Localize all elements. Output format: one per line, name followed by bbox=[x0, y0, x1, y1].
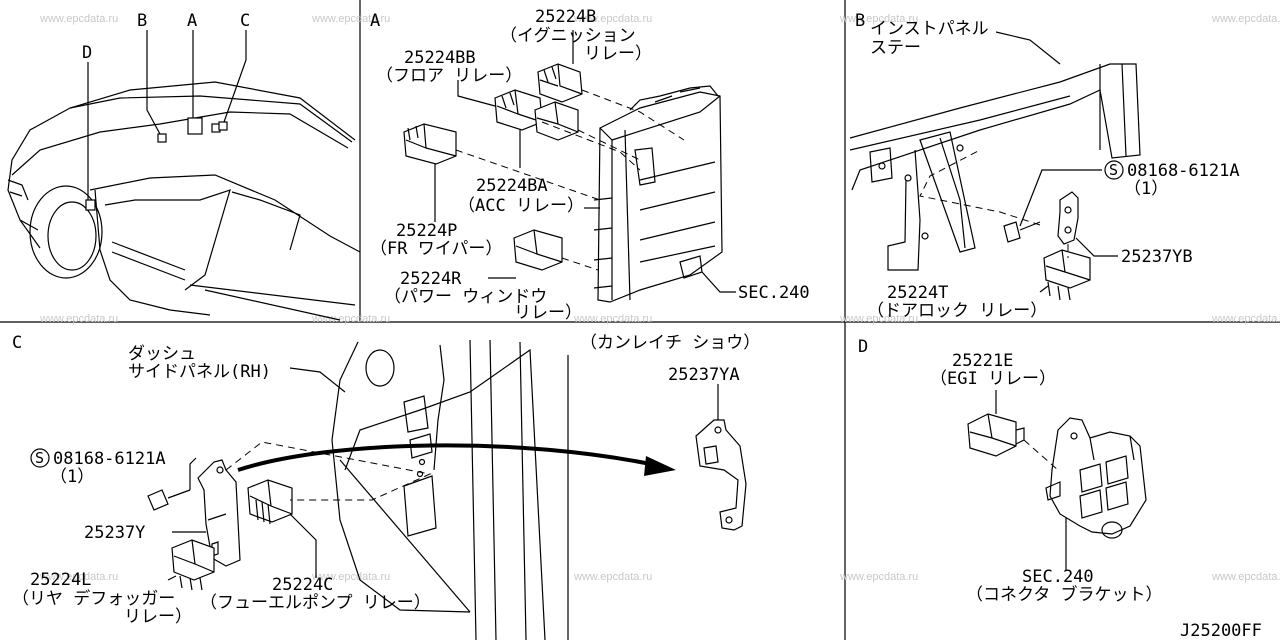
bracket-25237yb bbox=[1057, 191, 1079, 245]
part-25224p-desc: （FR ワイパー） bbox=[370, 239, 502, 259]
watermark: www.epcdata.ru bbox=[39, 571, 118, 583]
watermark: www.epcdata.ru bbox=[311, 313, 390, 325]
relay-25224r bbox=[513, 229, 563, 271]
part-25224ba-number: 25224BA bbox=[476, 176, 548, 196]
diagram-code: J25200FF bbox=[1180, 621, 1262, 640]
car-overview bbox=[7, 30, 361, 321]
part-25224b-desc: リレー） bbox=[584, 44, 652, 64]
location-marker-d bbox=[85, 199, 96, 211]
watermark: www.epcdata.ru bbox=[839, 13, 918, 25]
part-25224bb-desc: （フロア リレー） bbox=[376, 66, 522, 86]
panel-b-leaders bbox=[919, 31, 1118, 293]
watermark: www.epcdata.ru bbox=[39, 313, 118, 325]
panel-c-title: C bbox=[12, 333, 22, 353]
watermark: www.epcdata.ru bbox=[311, 13, 390, 25]
stay-label-line2: ステー bbox=[870, 38, 921, 58]
overview-label-d: D bbox=[82, 43, 92, 63]
panel-d-title: D bbox=[858, 337, 868, 357]
watermark: www.epcdata.ru bbox=[573, 571, 652, 583]
part-25221e-number: 25221E bbox=[952, 351, 1013, 371]
part-25224p-number: 25224P bbox=[396, 221, 457, 241]
watermark: www.epcdata.ru bbox=[839, 313, 918, 325]
part-25224r-desc: リレー） bbox=[514, 303, 582, 323]
relocation-arrow bbox=[237, 443, 661, 472]
watermark: www.epcdata.ru bbox=[573, 313, 652, 325]
relocation-arrow-head-icon bbox=[644, 456, 676, 476]
screw-symbol-icon bbox=[30, 448, 50, 468]
bolt-b-number: 08168-6121A bbox=[1127, 161, 1240, 181]
panel-c-leaders bbox=[167, 367, 719, 581]
connector-bracket bbox=[1045, 417, 1147, 539]
part-25237y-number: 25237Y bbox=[84, 523, 145, 543]
screw-symbol-icon bbox=[1104, 160, 1124, 180]
bolt-c-prefix: S bbox=[35, 449, 44, 467]
part-25224l-desc: リレー） bbox=[124, 607, 192, 627]
part-25224r-desc: （パワー ウィンドウ bbox=[384, 287, 547, 307]
overview-label-b: B bbox=[137, 11, 147, 31]
part-25221e-desc: （EGI リレー） bbox=[930, 369, 1056, 389]
part-25224l-desc: （リヤ デフォッガー bbox=[12, 588, 175, 609]
relay-25224b bbox=[537, 63, 583, 103]
junction-box bbox=[593, 85, 723, 303]
bolt-08168-6121a-c bbox=[147, 489, 191, 511]
watermark: www.epcdata.ru bbox=[39, 13, 118, 25]
watermark: www.epcdata.ru bbox=[1211, 313, 1280, 325]
part-25224ba-desc: （ACC リレー） bbox=[458, 196, 584, 216]
part-sec240-d-number: SEC.240 bbox=[1022, 567, 1094, 587]
part-25224b-number: 25224B bbox=[535, 7, 596, 27]
location-marker-a bbox=[187, 117, 203, 135]
panel-d-leaders bbox=[995, 390, 1067, 570]
relay-25221e bbox=[967, 413, 1025, 457]
panel-a-leaders bbox=[434, 30, 736, 293]
panel-b-title: B bbox=[855, 11, 865, 31]
watermark: www.epcdata.ru bbox=[311, 571, 390, 583]
relay-25224ba bbox=[534, 101, 579, 141]
watermark: www.epcdata.ru bbox=[1211, 571, 1280, 583]
relay-25224l bbox=[171, 539, 215, 591]
bolt-b-prefix: S bbox=[1109, 161, 1118, 179]
dash-panel-label-line1: ダッシュ bbox=[128, 344, 196, 364]
bracket-25237ya bbox=[695, 419, 747, 531]
overview-label-a: A bbox=[187, 11, 197, 31]
part-25224t-number: 25224T bbox=[887, 283, 948, 303]
dash-panel-label-line2: サイドパネル(RH) bbox=[128, 362, 271, 382]
bolt-c-qty: （1） bbox=[50, 467, 94, 487]
part-25237yb-number: 25237YB bbox=[1121, 247, 1193, 267]
relay-25224t bbox=[1043, 249, 1091, 301]
overview-label-c: C bbox=[240, 11, 250, 31]
location-marker-b bbox=[157, 133, 167, 143]
relay-25224p bbox=[403, 123, 457, 165]
bolt-b-qty: （1） bbox=[1124, 179, 1168, 199]
part-25224t-desc: （ドアロック リレー） bbox=[867, 301, 1047, 321]
part-25224bb-number: 25224BB bbox=[404, 48, 476, 68]
part-25224r-number: 25224R bbox=[400, 269, 462, 289]
cold-spec-label: （カンレイチ ショウ） bbox=[580, 333, 760, 353]
watermark: www.epcdata.ru bbox=[839, 571, 918, 583]
part-25224l-number: 25224L bbox=[30, 570, 91, 590]
relay-25224c bbox=[247, 479, 293, 525]
stay-label-line1: インストパネル bbox=[870, 19, 989, 39]
part-25224c-desc: （フューエルポンプ リレー） bbox=[200, 593, 431, 613]
part-25237ya-number: 25237YA bbox=[668, 365, 740, 385]
part-25224b-desc: （イグニッション bbox=[500, 26, 636, 46]
instrument-panel-stay bbox=[849, 63, 1141, 271]
part-sec240-d-desc: （コネクタ ブラケット） bbox=[966, 584, 1163, 605]
bolt-c-number: 08168-6121A bbox=[53, 449, 166, 469]
part-sec240-label: SEC.240 bbox=[738, 283, 810, 303]
part-25224c-number: 25224C bbox=[272, 575, 333, 595]
watermarks: www.epcdata.ru www.epcdata.ru www.epcdat… bbox=[39, 13, 1280, 583]
bolt-08168-6121a-b bbox=[1003, 221, 1041, 243]
panel-a-title: A bbox=[370, 11, 380, 31]
relay-25224bb bbox=[494, 89, 543, 131]
watermark: www.epcdata.ru bbox=[573, 13, 652, 25]
watermark: www.epcdata.ru bbox=[1211, 13, 1280, 25]
